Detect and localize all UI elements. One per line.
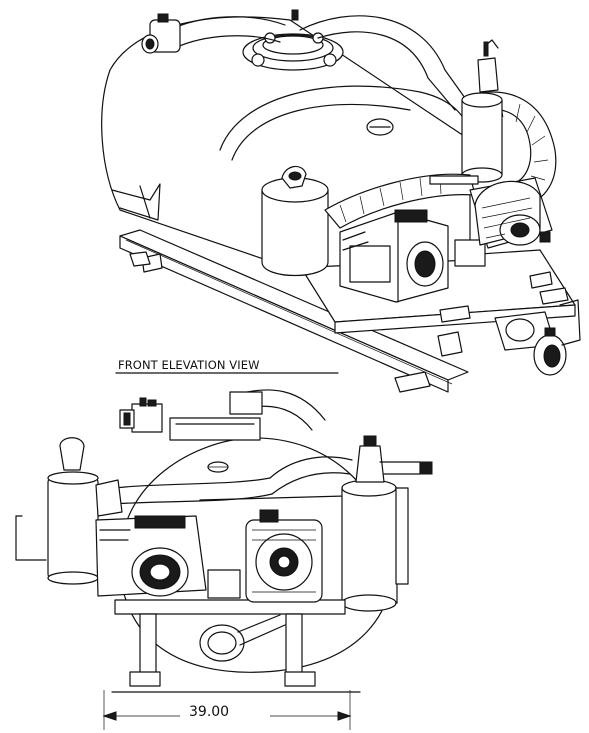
left-valve-assembly: [119, 397, 163, 433]
discharge-outlet: [199, 614, 286, 662]
moisture-trap: [261, 165, 329, 276]
front-elevation-view: [15, 389, 433, 730]
dimension-label: 39.00: [189, 704, 230, 720]
manway-cover: [242, 9, 344, 71]
isometric-view: [101, 9, 581, 393]
top-hose: [169, 389, 326, 441]
inlet-valve: [141, 13, 181, 54]
skid-base: [111, 599, 361, 693]
muffler: [15, 437, 99, 585]
view-title-label: FRONT ELEVATION VIEW: [118, 358, 260, 372]
engine-front: [95, 515, 241, 599]
secondary-shutoff: [461, 39, 503, 183]
shutoff-column: [341, 435, 433, 612]
discharge-valve: [494, 299, 581, 376]
side-hoses: [95, 456, 353, 517]
suction-hose: [169, 15, 557, 206]
width-dimension: [102, 690, 352, 730]
vacuum-pump: [429, 175, 553, 249]
connecting-hose: [324, 173, 476, 229]
pump-front: [245, 509, 323, 603]
gas-engine: [339, 209, 486, 303]
